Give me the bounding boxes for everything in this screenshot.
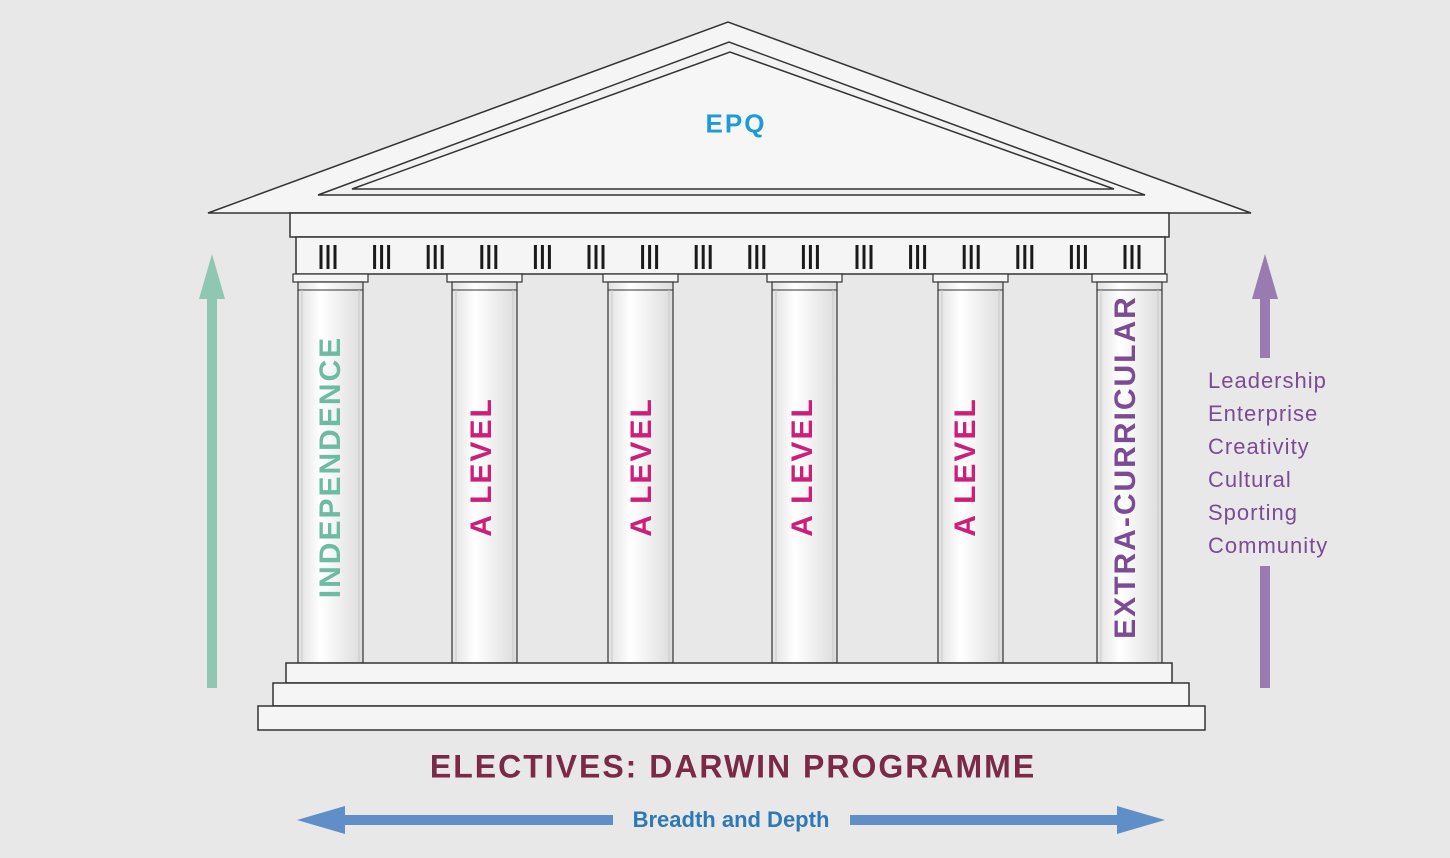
temple-base <box>257 662 1206 731</box>
pillar-label-a-level-3: A LEVEL <box>786 397 819 537</box>
roof-pediment <box>207 21 1252 214</box>
breadth-depth-arrow <box>297 806 1165 834</box>
columns <box>292 273 1168 664</box>
column <box>602 273 679 664</box>
pillar-label-a-level-4: A LEVEL <box>949 397 982 537</box>
triglyph <box>1069 245 1087 269</box>
entablature <box>289 212 1170 275</box>
triglyph <box>319 245 337 269</box>
pillar-label-a-level-2: A LEVEL <box>625 397 658 537</box>
breadth-depth-label: Breadth and Depth <box>632 807 830 832</box>
triglyph <box>373 245 391 269</box>
triglyph <box>426 245 444 269</box>
triglyph <box>801 245 819 269</box>
list-item: Community <box>1208 533 1329 558</box>
epq-label: EPQ <box>705 108 767 139</box>
extra-curricular-arrow <box>1252 254 1278 688</box>
list-item: Leadership <box>1208 368 1327 393</box>
list-item: Creativity <box>1208 434 1310 459</box>
list-item: Enterprise <box>1208 401 1319 426</box>
list-item: Cultural <box>1208 467 1292 492</box>
pillar-label-independence: INDEPENDENCE <box>314 335 347 599</box>
triglyph <box>480 245 498 269</box>
column <box>766 273 843 664</box>
triglyph <box>748 245 766 269</box>
triglyph <box>855 245 873 269</box>
independence-arrow <box>199 254 225 688</box>
triglyph <box>694 245 712 269</box>
triglyph <box>587 245 605 269</box>
triglyph <box>533 245 551 269</box>
triglyph <box>1016 245 1034 269</box>
pillar-label-extra-curricular: EXTRA-CURRICULAR <box>1109 295 1142 639</box>
column <box>446 273 523 664</box>
pillar-label-a-level-1: A LEVEL <box>465 397 498 537</box>
list-item: Sporting <box>1208 500 1298 525</box>
column <box>1091 273 1168 664</box>
extra-curricular-list: Leadership Enterprise Creativity Cultura… <box>1208 364 1328 562</box>
triglyph <box>641 245 659 269</box>
triglyph <box>962 245 980 269</box>
column <box>292 273 369 664</box>
triglyph <box>1123 245 1141 269</box>
electives-title: ELECTIVES: DARWIN PROGRAMME <box>429 748 1037 785</box>
column <box>932 273 1009 664</box>
triglyph <box>909 245 927 269</box>
